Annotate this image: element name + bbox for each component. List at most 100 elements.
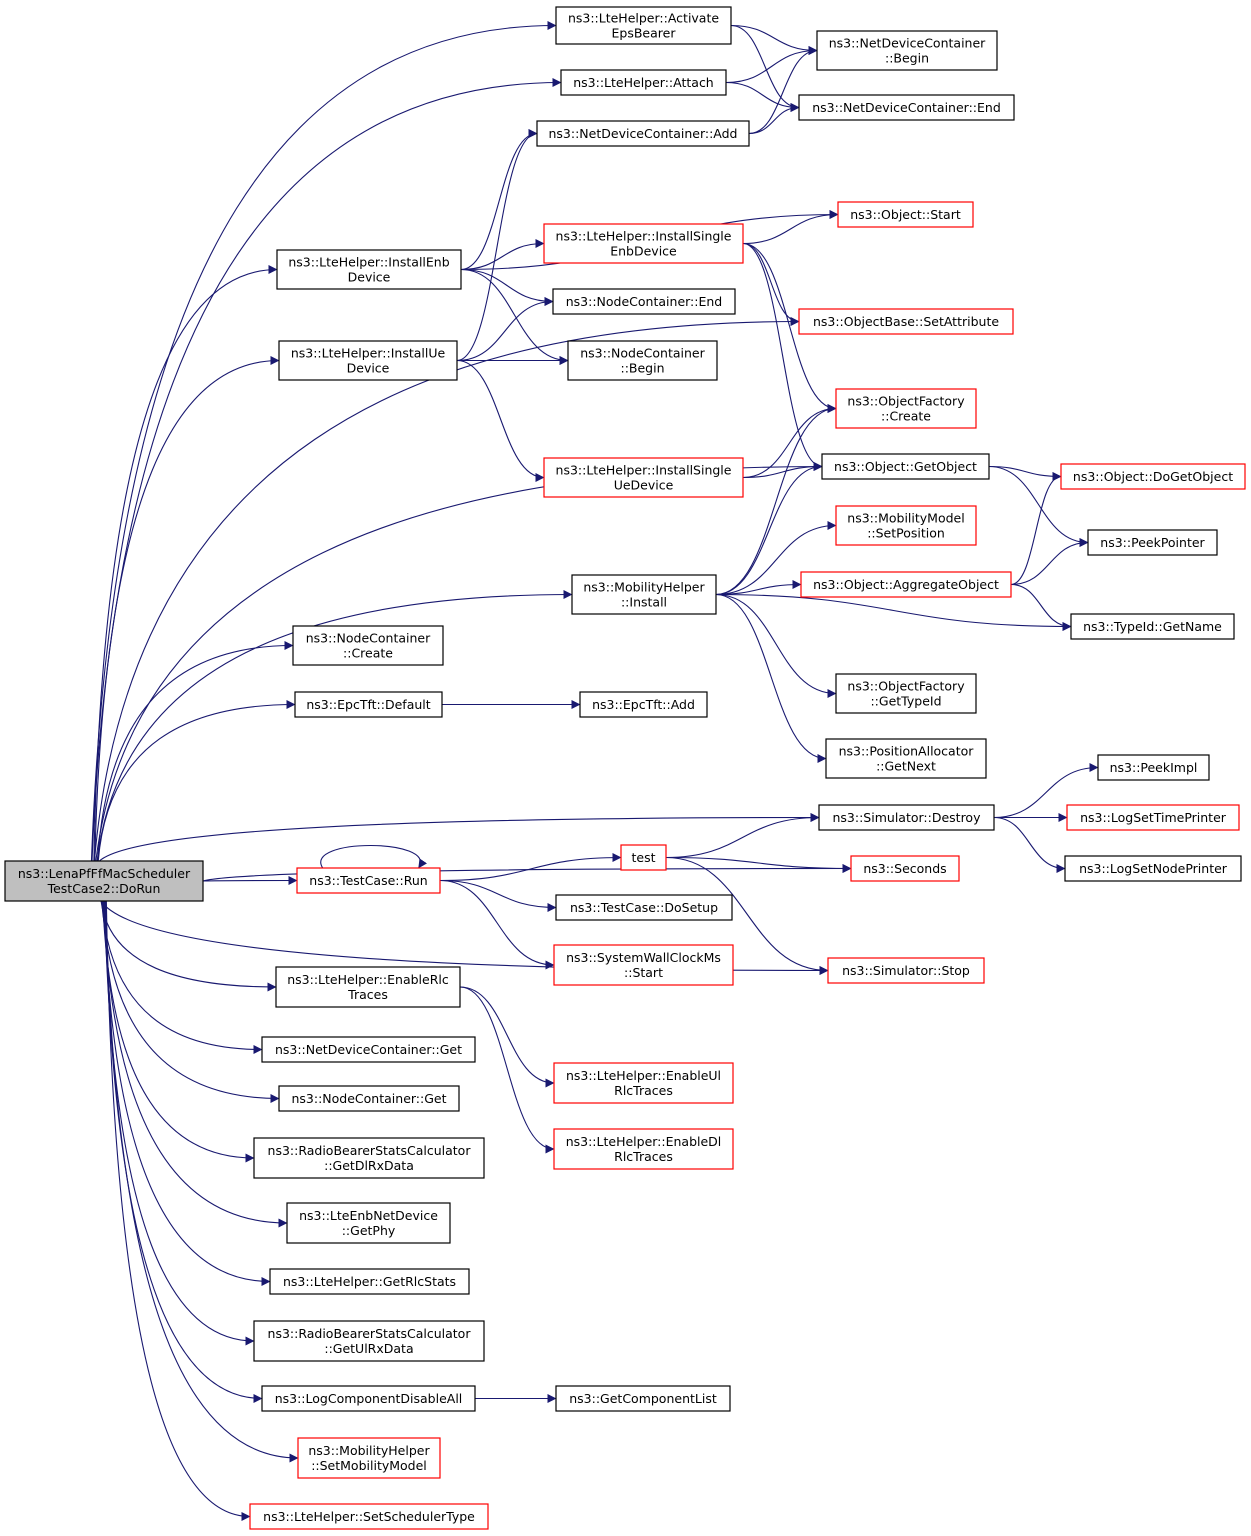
call-arrow — [439, 853, 622, 882]
node-label: ns3::MobilityModel — [847, 511, 964, 526]
node-get-object[interactable]: ns3::Object::GetObject — [821, 453, 990, 480]
call-edge-root-to-nc_get — [101, 900, 280, 1103]
node-box — [579, 691, 708, 718]
node-box — [555, 6, 732, 45]
node-box — [798, 94, 1015, 121]
node-sim-stop[interactable]: ns3::Simulator::Stop — [827, 957, 985, 984]
node-label: ns3::ObjectFactory — [847, 394, 965, 409]
node-peek-pointer[interactable]: ns3::PeekPointer — [1087, 529, 1218, 556]
node-box — [850, 855, 960, 882]
call-arrow — [98, 813, 820, 862]
call-arrow — [460, 239, 545, 271]
node-label: ns3::Object::AggregateObject — [813, 577, 999, 592]
node-nc-get[interactable]: ns3::NodeContainer::Get — [278, 1085, 460, 1112]
node-label: ns3::LteHelper::EnableRlc — [287, 972, 449, 987]
node-test[interactable]: test — [620, 844, 667, 871]
node-aggregate[interactable]: ns3::Object::AggregateObject — [800, 571, 1012, 598]
node-peek-impl[interactable]: ns3::PeekImpl — [1097, 754, 1210, 781]
node-tc-setup[interactable]: ns3::TestCase::DoSetup — [555, 894, 733, 921]
node-pa-getnext[interactable]: ns3::PositionAllocator::GetNext — [825, 738, 987, 779]
node-set-attr[interactable]: ns3::ObjectBase::SetAttribute — [798, 308, 1014, 335]
node-log-time[interactable]: ns3::LogSetTimePrinter — [1066, 804, 1240, 831]
call-edge-inst_single_enb-to-set_attr — [742, 242, 800, 326]
call-edge-mh_install-to-get_object — [715, 462, 823, 596]
node-nc-begin[interactable]: ns3::NodeContainer::Begin — [567, 340, 718, 381]
call-arrow — [1010, 583, 1072, 631]
call-edge-root-to-get_object — [95, 462, 823, 862]
node-epc-default[interactable]: ns3::EpcTft::Default — [294, 691, 443, 718]
node-root[interactable]: ns3::LenaPfFfMacSchedulerTestCase2::DoRu… — [4, 860, 204, 902]
node-log-disable[interactable]: ns3::LogComponentDisableAll — [261, 1385, 476, 1412]
call-edge-inst_enb-to-ndc_add — [460, 129, 538, 271]
node-ndc-begin[interactable]: ns3::NetDeviceContainer::Begin — [816, 30, 998, 71]
call-arrow — [105, 900, 299, 1463]
node-of-gettypeid[interactable]: ns3::ObjectFactory::GetTypeId — [835, 673, 977, 714]
node-label: ::GetNext — [876, 759, 936, 774]
node-get-rlc-stats[interactable]: ns3::LteHelper::GetRlcStats — [269, 1268, 470, 1295]
node-box — [555, 1385, 731, 1412]
call-arrow — [742, 242, 837, 413]
node-ndc-get[interactable]: ns3::NetDeviceContainer::Get — [261, 1036, 476, 1063]
node-do-get-object[interactable]: ns3::Object::DoGetObject — [1060, 463, 1246, 490]
node-typeid-getname[interactable]: ns3::TypeId::GetName — [1070, 613, 1235, 640]
node-box — [560, 69, 727, 96]
call-edge-get_object-to-peek_pointer — [988, 465, 1089, 547]
call-arrow — [97, 641, 294, 862]
node-epc-add[interactable]: ns3::EpcTft::Add — [579, 691, 708, 718]
node-label: ns3::RadioBearerStatsCalculator — [268, 1326, 472, 1341]
node-box — [1070, 613, 1235, 640]
function-nodes: ns3::LenaPfFfMacSchedulerTestCase2::DoRu… — [4, 6, 1246, 1530]
node-ndc-end[interactable]: ns3::NetDeviceContainer::End — [798, 94, 1015, 121]
call-edge-root-to-ndc_get — [101, 900, 263, 1054]
node-nc-end[interactable]: ns3::NodeContainer::End — [552, 288, 736, 315]
node-label: ns3::EpcTft::Default — [306, 697, 430, 712]
call-edge-aggregate-to-do_get_object — [1010, 472, 1062, 586]
node-label: Traces — [347, 987, 388, 1002]
node-seconds[interactable]: ns3::Seconds — [850, 855, 960, 882]
node-rbs-dl[interactable]: ns3::RadioBearerStatsCalculator::GetDlRx… — [253, 1137, 485, 1179]
node-sim-destroy[interactable]: ns3::Simulator::Destroy — [818, 804, 995, 831]
node-box — [835, 673, 977, 714]
node-label: ns3::LenaPfFfMacScheduler — [18, 866, 191, 881]
node-mh-setmodel[interactable]: ns3::MobilityHelper::SetMobilityModel — [297, 1437, 441, 1479]
node-ndc-add[interactable]: ns3::NetDeviceContainer::Add — [536, 120, 750, 147]
node-label: TestCase2::DoRun — [47, 881, 161, 896]
node-label: ::Begin — [885, 51, 929, 66]
call-edge-test-to-sim_destroy — [665, 813, 820, 859]
node-swc-start[interactable]: ns3::SystemWallClockMs::Start — [553, 944, 734, 986]
node-attach[interactable]: ns3::LteHelper::Attach — [560, 69, 727, 96]
call-arrow — [101, 900, 263, 1054]
node-nc-create[interactable]: ns3::NodeContainer::Create — [292, 625, 444, 666]
call-edge-root-to-tc_run — [202, 876, 298, 886]
call-arrow — [460, 268, 554, 306]
call-edge-inst_ue-to-inst_single_ue — [456, 359, 545, 482]
node-box — [1060, 463, 1246, 490]
node-set-sched[interactable]: ns3::LteHelper::SetSchedulerType — [249, 1503, 489, 1530]
node-label: ns3::NodeContainer::Get — [292, 1091, 447, 1106]
call-edge-root-to-enb_getphy — [102, 900, 288, 1228]
node-label: ns3::Seconds — [863, 861, 946, 876]
node-rbs-ul[interactable]: ns3::RadioBearerStatsCalculator::GetUlRx… — [253, 1320, 485, 1362]
node-mm-setpos[interactable]: ns3::MobilityModel::SetPosition — [835, 505, 977, 546]
node-obj-start[interactable]: ns3::Object::Start — [837, 201, 974, 228]
node-get-comp-list[interactable]: ns3::GetComponentList — [555, 1385, 731, 1412]
node-tc-run[interactable]: ns3::TestCase::Run — [296, 867, 441, 894]
node-enb-getphy[interactable]: ns3::LteEnbNetDevice::GetPhy — [286, 1202, 451, 1244]
node-box — [571, 574, 717, 615]
call-edge-root-to-set_attr — [93, 317, 800, 862]
call-arrow — [993, 816, 1066, 873]
node-box — [249, 1503, 489, 1530]
node-of-create[interactable]: ns3::ObjectFactory::Create — [835, 388, 977, 429]
call-edge-root-to-attach — [91, 78, 562, 862]
node-mh-install[interactable]: ns3::MobilityHelper::Install — [571, 574, 717, 615]
node-box — [297, 1437, 441, 1479]
node-log-node[interactable]: ns3::LogSetNodePrinter — [1064, 855, 1242, 882]
